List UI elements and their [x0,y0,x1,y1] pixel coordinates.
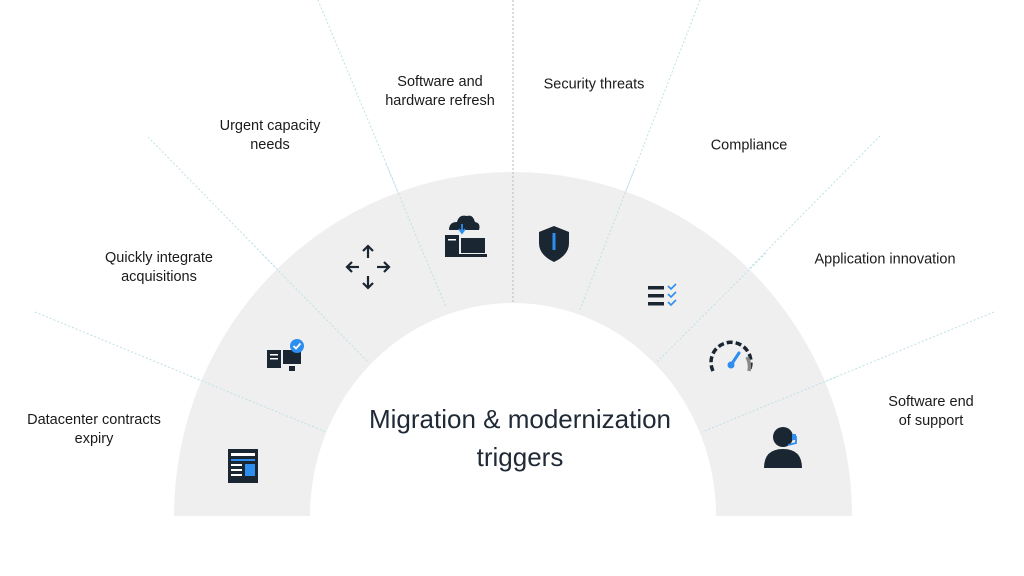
spoke-3-inner [385,163,447,308]
trigger-label-compliance: Compliance [711,137,788,156]
trigger-label-line: of support [898,413,964,429]
spoke-7-inner [701,376,837,433]
trigger-label-line: needs [250,137,290,153]
shield-icon [539,226,569,262]
spoke-2-inner [261,253,369,363]
trigger-label-line: Application innovation [814,251,956,268]
trigger-label-security: Security threats [544,76,645,95]
diagram-title-line-1: Migration & modernization [368,404,672,434]
trigger-label-line: Datacenter contracts [27,412,161,428]
trigger-label-end-of-support: Software end of support [888,393,973,431]
spoke-7 [701,311,995,433]
arc-band [174,172,852,516]
diagram-title: Migration & modernization triggers [369,400,671,476]
trigger-label-line: Security threats [543,76,645,93]
spoke-1-inner [189,375,327,433]
trigger-label-line: acquisitions [121,269,197,285]
expand-arrows-icon [345,244,391,290]
servers-check-icon [267,339,304,371]
trigger-label-line: hardware refresh [385,93,495,109]
support-agent-icon [764,427,802,468]
spoke-6-inner [656,252,767,363]
trigger-label-refresh: Software and hardware refresh [385,73,495,111]
trigger-label-innovation: Application innovation [814,251,955,270]
trigger-label-line: Quickly integrate [105,250,213,266]
spokes-over-band [189,163,837,433]
speedometer-icon [709,340,753,372]
diagram-title-line-2: triggers [476,442,564,472]
trigger-label-capacity: Urgent capacity needs [220,117,321,155]
spoke-5-inner [579,169,635,311]
trigger-label-line: Compliance [710,137,788,154]
trigger-label-datacenter: Datacenter contracts expiry [27,411,161,449]
trigger-label-line: Software and [397,74,483,90]
spoke-1 [34,311,327,433]
spoke-2 [147,136,369,363]
document-icon [228,449,258,483]
trigger-label-line: Urgent capacity [219,118,321,134]
checklist-icon [648,283,677,307]
trigger-label-line: Software end [888,394,974,410]
trigger-label-acquisitions: Quickly integrate acquisitions [105,249,213,287]
cloud-devices-icon [445,215,487,257]
trigger-label-line: expiry [74,431,114,447]
